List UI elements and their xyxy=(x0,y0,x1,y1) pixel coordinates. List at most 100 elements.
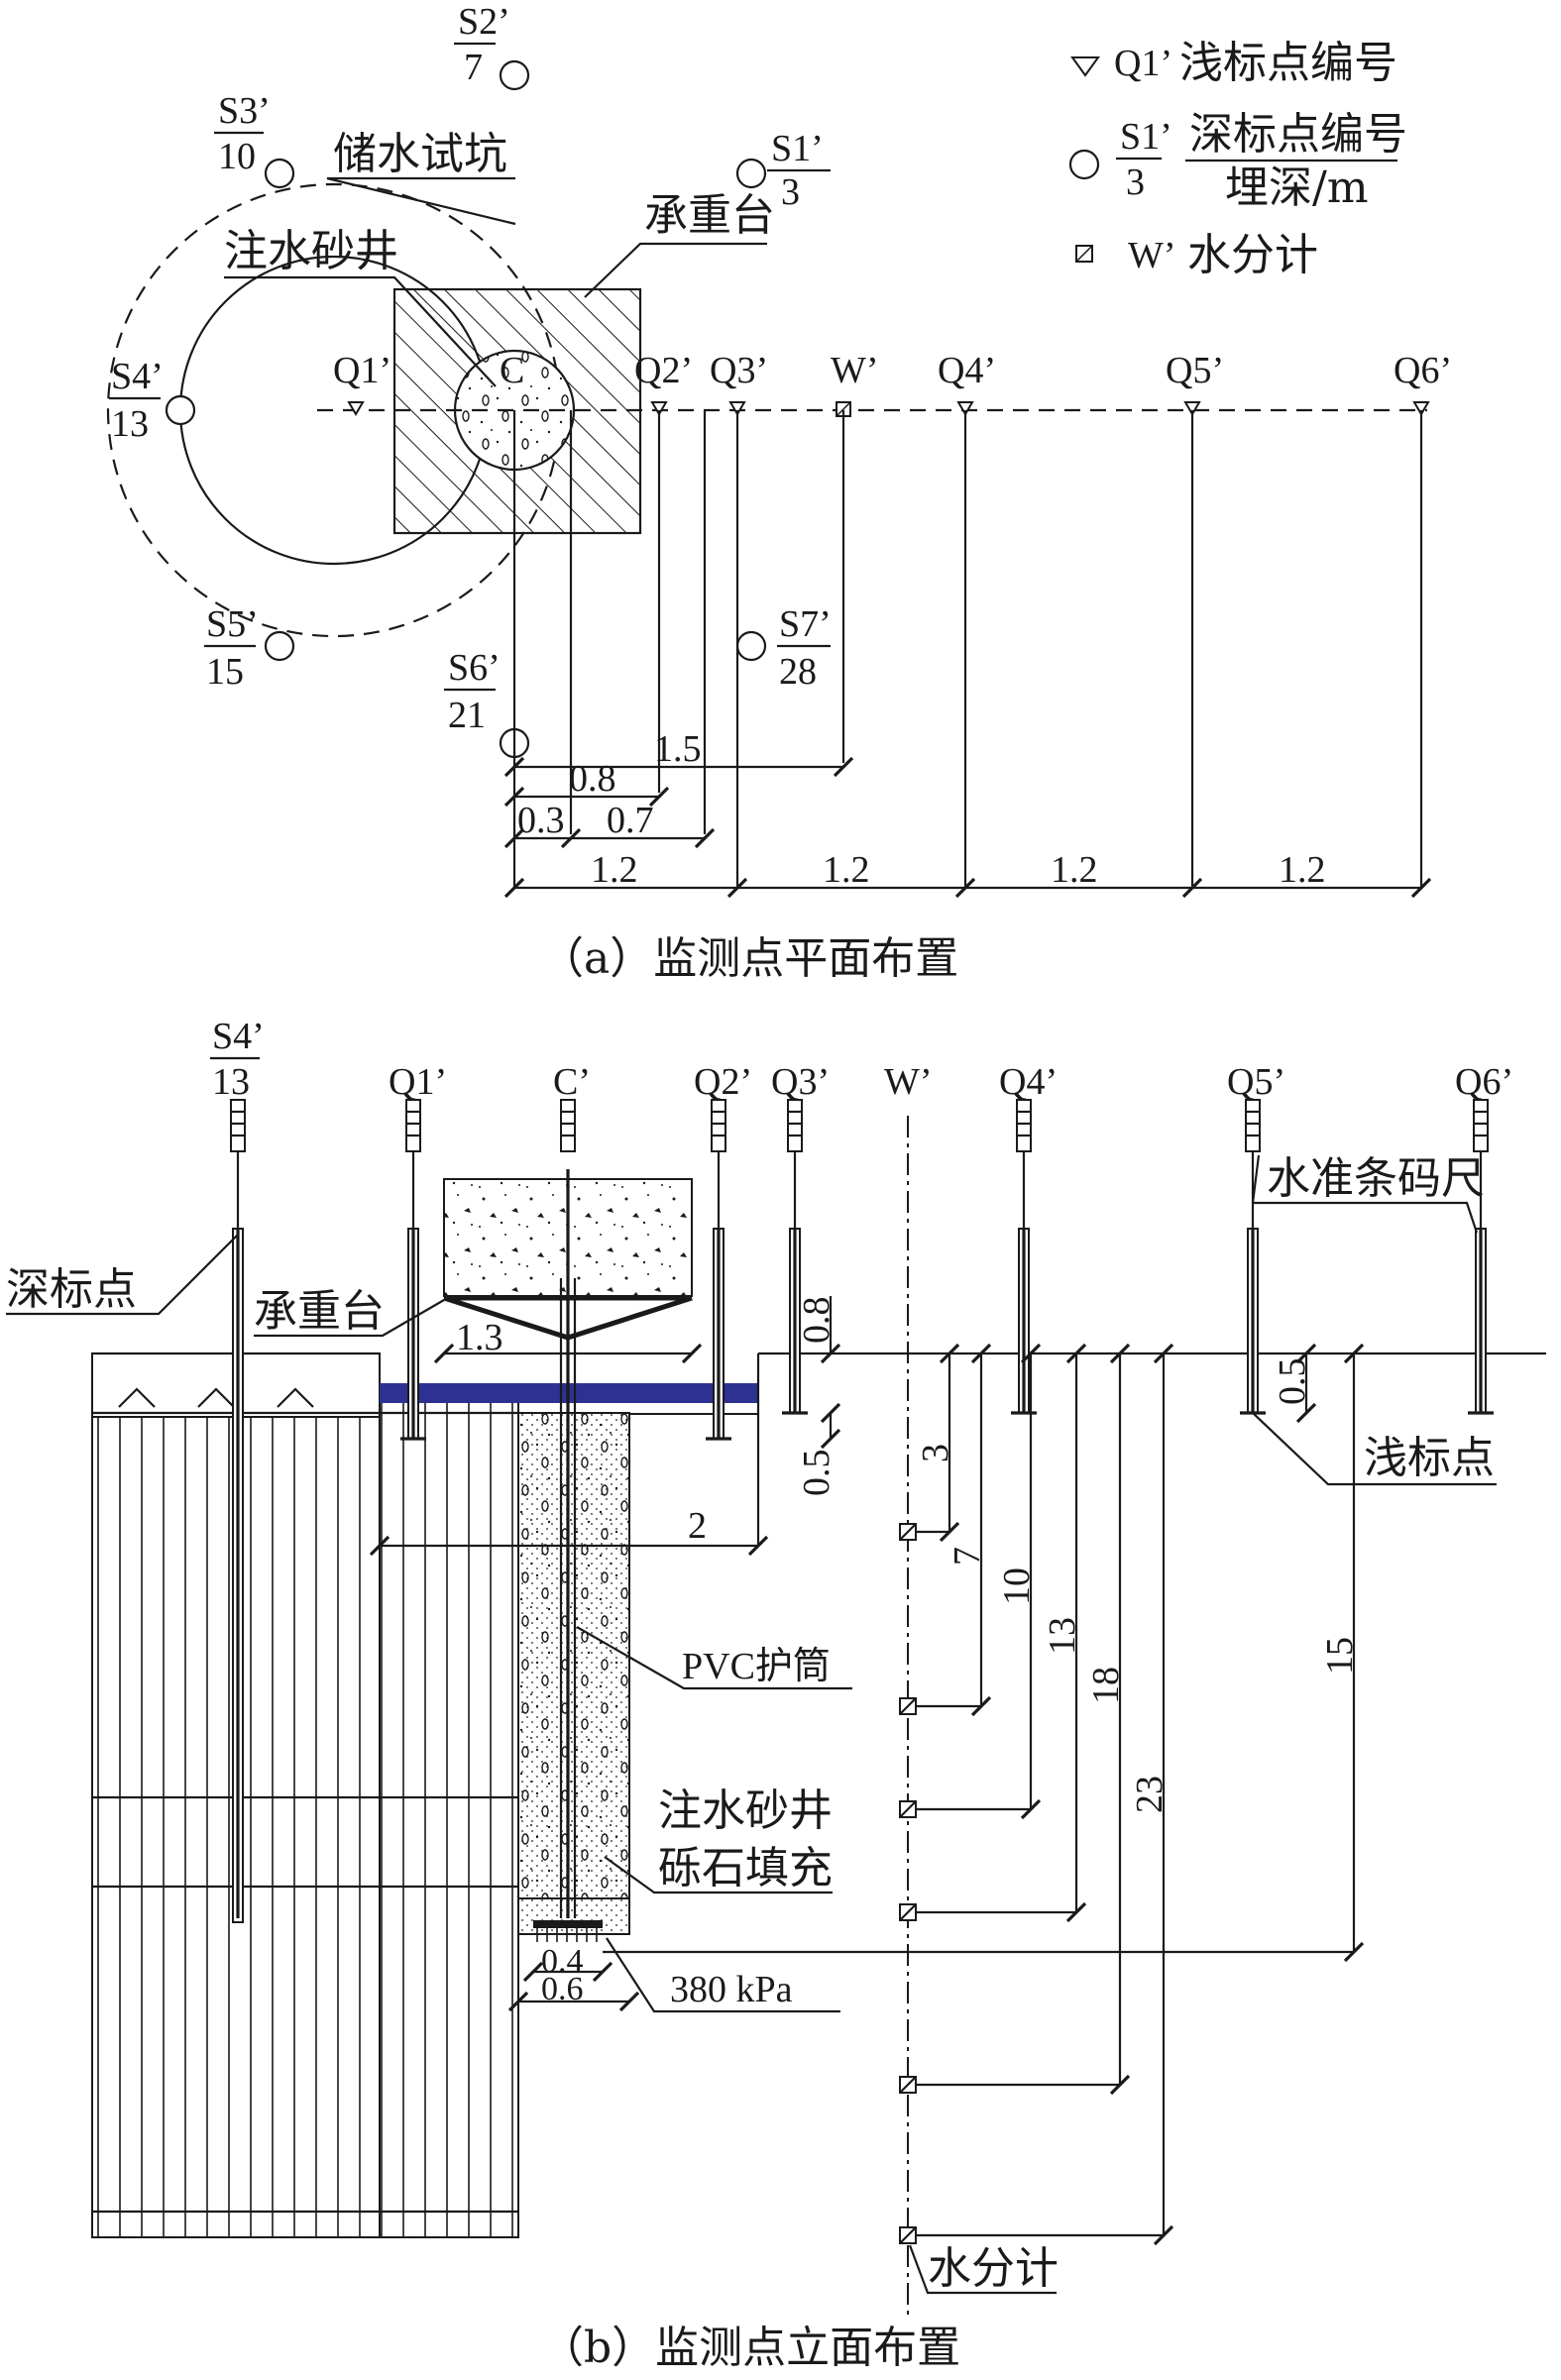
svg-text:3: 3 xyxy=(1126,162,1145,203)
svg-text:3: 3 xyxy=(781,171,800,213)
plan-caption: （a）监测点平面布置 xyxy=(540,933,958,984)
svg-text:0.8: 0.8 xyxy=(569,758,616,800)
well-label: 注水砂井 xyxy=(224,226,398,276)
svg-text:Q1’: Q1’ xyxy=(1114,43,1172,84)
svg-text:1.2: 1.2 xyxy=(1051,849,1098,891)
svg-text:S2’: S2’ xyxy=(458,1,510,43)
svg-text:深标点编号: 深标点编号 xyxy=(1189,109,1407,160)
annot-leveling-rod: 水准条码尺 xyxy=(1267,1153,1485,1204)
svg-text:Q4’: Q4’ xyxy=(999,1061,1058,1103)
svg-text:15: 15 xyxy=(1319,1637,1361,1675)
plan-label-q4: Q4’ xyxy=(938,350,996,391)
rod-q5 xyxy=(1240,1099,1266,1415)
deep-label-s2: S2’ 7 xyxy=(454,1,510,88)
rod-q2 xyxy=(706,1099,731,1441)
bottom-bearing-plate xyxy=(533,1920,603,1928)
pit-label: 储水试坑 xyxy=(333,129,507,179)
svg-text:S1’: S1’ xyxy=(771,128,824,169)
leveling-rods xyxy=(230,1099,1494,1923)
deep-label-s5: S5’ 15 xyxy=(204,603,259,693)
svg-text:23: 23 xyxy=(1129,1776,1171,1813)
svg-text:0.8: 0.8 xyxy=(796,1297,837,1345)
rod-s4 xyxy=(230,1099,246,1923)
legend-deep-icon xyxy=(1068,149,1100,180)
svg-text:浅标点编号: 浅标点编号 xyxy=(1179,38,1397,88)
plan-projection-lines xyxy=(512,410,1423,888)
plan-label-q6: Q6’ xyxy=(1394,350,1452,391)
deep-point-s5 xyxy=(264,630,295,662)
svg-text:S4’: S4’ xyxy=(111,356,164,397)
svg-text:S3’: S3’ xyxy=(218,90,271,132)
plan-view: C S2’ 7 S1’ 3 S3’ 10 S4’ 13 xyxy=(106,1,1452,984)
svg-text:W’: W’ xyxy=(1128,235,1176,276)
pit-open-area xyxy=(629,1413,758,1415)
svg-text:2: 2 xyxy=(688,1505,707,1547)
shallow-marker-q3 xyxy=(728,401,746,416)
annot-sand-well: 注水砂井 xyxy=(658,1785,833,1836)
svg-text:7: 7 xyxy=(464,47,483,88)
elevation-column-labels: S4’ 13 Q1’ C’ Q2’ Q3’ W’ Q4’ Q5’ Q6’ xyxy=(210,1016,1513,1103)
shallow-marker-q1 xyxy=(347,401,365,416)
svg-text:S4’: S4’ xyxy=(212,1016,265,1057)
legend: Q1’ 浅标点编号 S1’ 3 深标点编号 埋深/m W’ 水分计 xyxy=(1068,38,1407,280)
svg-text:埋深/m: 埋深/m xyxy=(1225,162,1369,213)
annot-shallow-point: 浅标点 xyxy=(1364,1433,1495,1483)
annot-gravel-fill: 砾石填充 xyxy=(658,1843,833,1893)
svg-text:S7’: S7’ xyxy=(779,603,832,645)
svg-text:18: 18 xyxy=(1085,1667,1127,1704)
deep-label-s7: S7’ 28 xyxy=(777,603,832,693)
plan-label-q3: Q3’ xyxy=(710,350,768,391)
svg-text:3: 3 xyxy=(915,1444,956,1462)
svg-text:S5’: S5’ xyxy=(206,603,259,645)
svg-text:0.4: 0.4 xyxy=(541,1943,584,1980)
svg-text:S6’: S6’ xyxy=(448,647,501,689)
rod-q4 xyxy=(1011,1099,1037,1415)
svg-text:13: 13 xyxy=(111,403,149,445)
svg-text:7: 7 xyxy=(947,1547,988,1566)
svg-text:13: 13 xyxy=(212,1061,250,1103)
svg-text:0.3: 0.3 xyxy=(517,800,565,841)
svg-text:28: 28 xyxy=(779,651,817,693)
svg-text:Q5’: Q5’ xyxy=(1227,1061,1285,1103)
water-meter-sensors xyxy=(899,1523,917,2244)
deep-point-s7 xyxy=(735,630,767,662)
annot-deep-point: 深标点 xyxy=(6,1264,137,1315)
plan-label-w: W’ xyxy=(831,350,879,391)
svg-text:S1’: S1’ xyxy=(1120,116,1172,158)
annot-pvc: PVC护筒 xyxy=(682,1646,831,1687)
svg-text:15: 15 xyxy=(206,651,244,693)
rod-q1 xyxy=(400,1099,426,1441)
center-label: C xyxy=(500,350,524,391)
svg-text:13: 13 xyxy=(1042,1617,1083,1655)
annot-water-meter: 水分计 xyxy=(928,2243,1059,2294)
annot-pressure: 380 kPa xyxy=(670,1969,793,2010)
svg-text:Q3’: Q3’ xyxy=(771,1061,830,1103)
svg-text:1.2: 1.2 xyxy=(1279,849,1326,891)
platform-label: 承重台 xyxy=(644,190,775,241)
deep-label-s6: S6’ 21 xyxy=(444,647,501,736)
svg-text:C’: C’ xyxy=(553,1061,591,1103)
soil-column-right-of-pit xyxy=(379,1386,519,2238)
elevation-depth-dimensions: 3 7 10 13 18 23 15 xyxy=(603,1343,1365,2246)
deep-point-s2 xyxy=(499,59,530,91)
deep-point-s4 xyxy=(165,394,196,426)
svg-text:21: 21 xyxy=(448,695,486,736)
deep-label-s1: S1’ 3 xyxy=(767,128,831,213)
svg-text:0.5: 0.5 xyxy=(1272,1358,1313,1406)
rod-c xyxy=(560,1099,576,1152)
plan-label-q2: Q2’ xyxy=(634,350,693,391)
svg-text:0.5: 0.5 xyxy=(796,1450,837,1497)
svg-text:0.6: 0.6 xyxy=(541,1971,584,2007)
legend-shallow-icon xyxy=(1070,56,1100,77)
elevation-caption: （b）监测点立面布置 xyxy=(540,2323,960,2373)
shallow-marker-q5 xyxy=(1183,401,1201,416)
annot-platform: 承重台 xyxy=(254,1286,385,1337)
svg-text:Q6’: Q6’ xyxy=(1455,1061,1513,1103)
deep-label-s3: S3’ 10 xyxy=(214,90,271,177)
plan-label-q5: Q5’ xyxy=(1166,350,1224,391)
deep-point-s1 xyxy=(735,158,767,189)
svg-text:Q2’: Q2’ xyxy=(694,1061,752,1103)
deep-label-s4: S4’ 13 xyxy=(109,356,164,445)
svg-text:1.3: 1.3 xyxy=(456,1317,503,1358)
svg-text:W’: W’ xyxy=(884,1061,933,1103)
